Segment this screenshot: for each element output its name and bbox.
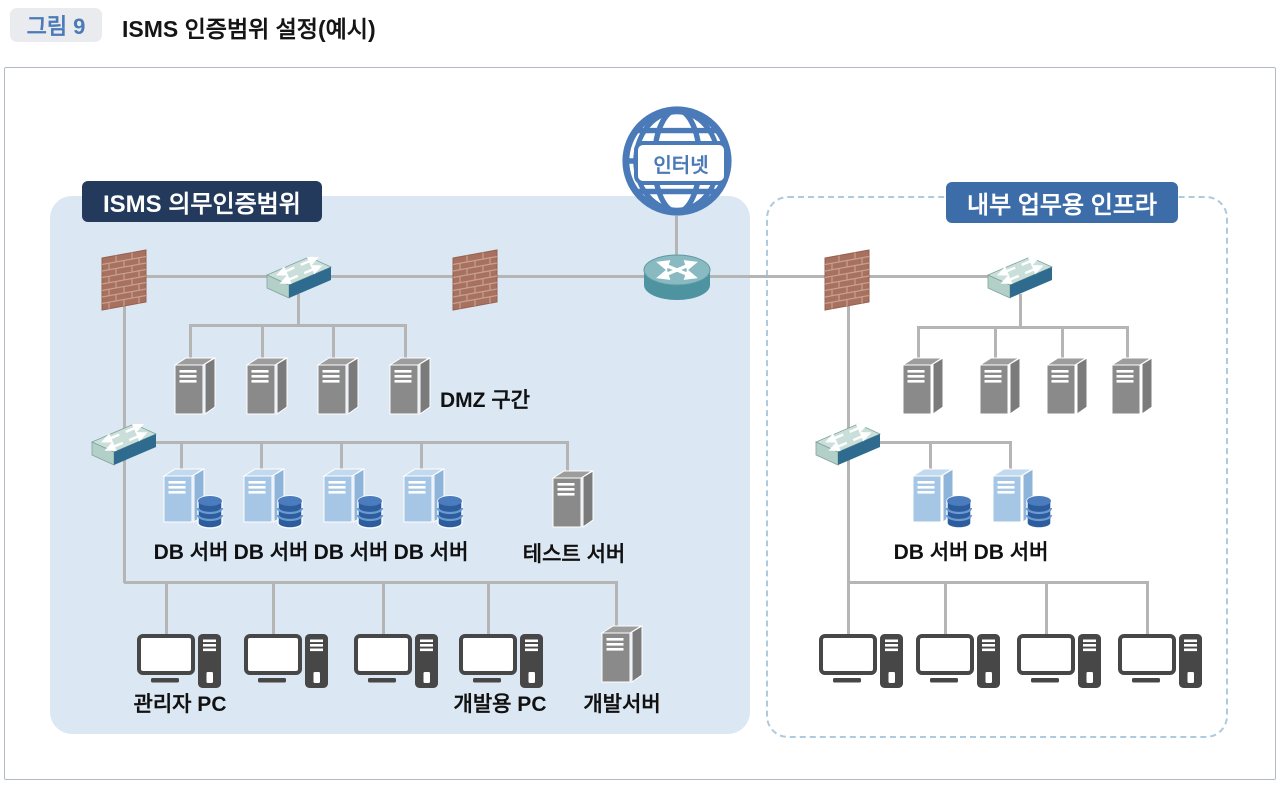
connector-pc-drop xyxy=(272,583,275,635)
router-icon xyxy=(641,252,713,304)
pc-icon xyxy=(244,634,330,694)
connector-backbone xyxy=(124,275,1021,278)
connector-pc-drop xyxy=(1045,583,1048,635)
admin-pc-label: 관리자 PC xyxy=(133,693,227,716)
connector-server-drop xyxy=(1126,328,1129,360)
pc-icon xyxy=(1017,634,1103,694)
db-server-icon xyxy=(322,467,384,531)
db-server-label: DB 서버 xyxy=(233,541,309,564)
pc-icon xyxy=(1118,634,1204,694)
connector-pc-drop xyxy=(944,583,947,635)
pc-icon xyxy=(459,634,545,694)
connector-pc-bus xyxy=(124,581,618,584)
pc-icon xyxy=(137,634,223,694)
connector-right-db-bus xyxy=(847,441,1012,444)
switch-icon xyxy=(91,421,157,467)
db-server-label: DB 서버 xyxy=(973,541,1049,564)
connector-db-bus xyxy=(124,441,569,444)
db-server-icon xyxy=(402,467,464,531)
connector-right-pc-bus xyxy=(847,581,1149,584)
connector-db-drop xyxy=(420,443,423,472)
connector-dmz-drop xyxy=(189,326,192,360)
connector-switch1-drop xyxy=(297,294,300,326)
connector-db-drop xyxy=(180,443,183,472)
connector-right-server-bus xyxy=(917,326,1129,329)
figure-badge: 그림 9 xyxy=(10,8,102,42)
server-icon xyxy=(1045,357,1091,417)
connector-dmz-drop xyxy=(261,326,264,360)
server-icon xyxy=(245,357,291,417)
server-icon xyxy=(978,357,1024,417)
dev-server-label: 개발서버 xyxy=(583,693,661,716)
connector-db-drop xyxy=(340,443,343,472)
switch-icon xyxy=(266,254,332,300)
connector-dmz-drop xyxy=(404,326,407,360)
connector-internet-router xyxy=(675,216,678,277)
db-server-icon xyxy=(162,467,224,531)
server-icon xyxy=(1110,357,1156,417)
connector-db-drop xyxy=(260,443,263,472)
pc-icon xyxy=(819,634,905,694)
db-server-label: DB 서버 xyxy=(893,541,969,564)
connector-server-drop xyxy=(994,328,997,360)
db-server-label: DB 서버 xyxy=(313,541,389,564)
firewall-icon xyxy=(452,249,498,311)
connector-pc-drop xyxy=(382,583,385,635)
connector-db-drop xyxy=(929,443,932,472)
server-icon xyxy=(316,357,362,417)
db-server-icon xyxy=(991,467,1053,531)
server-icon xyxy=(173,357,219,417)
connector-server-drop xyxy=(1061,328,1064,360)
connector-pc-drop xyxy=(165,583,168,635)
internal-zone-header: 내부 업무용 인프라 xyxy=(946,182,1178,223)
firewall-icon xyxy=(101,249,147,311)
connector-dmz-drop xyxy=(332,326,335,360)
pc-icon xyxy=(916,634,1002,694)
server-icon xyxy=(600,625,646,685)
connector-pc-drop xyxy=(847,583,850,635)
db-server-label: DB 서버 xyxy=(153,541,229,564)
connector-pc-drop xyxy=(1146,583,1149,635)
server-icon xyxy=(551,470,597,530)
db-server-icon xyxy=(242,467,304,531)
firewall-icon xyxy=(824,249,870,311)
connector-db-drop xyxy=(1009,443,1012,472)
dmz-label: DMZ 구간 xyxy=(440,389,530,412)
connector-test-drop xyxy=(566,443,569,472)
connector-devserver-drop xyxy=(615,583,618,627)
dev-pc-label: 개발용 PC xyxy=(453,693,547,716)
isms-zone-header: ISMS 의무인증범위 xyxy=(82,181,322,222)
test-server-label: 테스트 서버 xyxy=(522,543,626,566)
db-server-label: DB 서버 xyxy=(393,541,469,564)
server-icon xyxy=(388,357,434,417)
connector-server-drop xyxy=(917,328,920,360)
switch-icon xyxy=(987,254,1053,300)
connector-pc-drop xyxy=(487,583,490,635)
server-icon xyxy=(901,357,947,417)
connector-switch3-drop xyxy=(1019,294,1022,328)
connector-dmz-bus xyxy=(189,324,407,327)
switch-icon xyxy=(815,421,881,467)
figure-title: ISMS 인증범위 설정(예시) xyxy=(122,16,376,42)
db-server-icon xyxy=(911,467,973,531)
pc-icon xyxy=(354,634,440,694)
internet-label: 인터넷 xyxy=(634,141,728,185)
